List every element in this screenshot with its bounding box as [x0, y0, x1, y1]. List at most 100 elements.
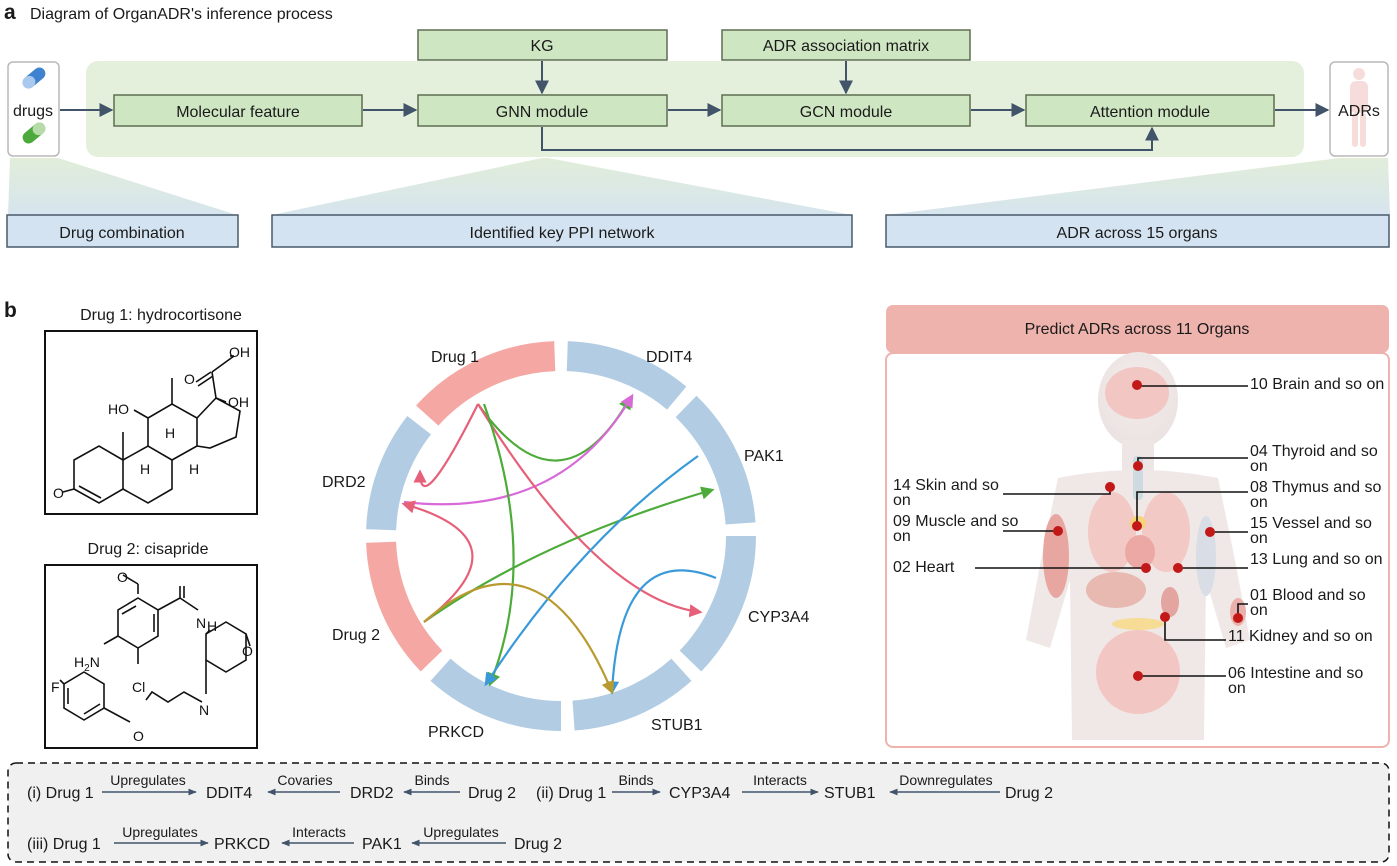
chord-arc-drug2: [366, 541, 443, 672]
organ-label-muscle: 09 Muscle and so on: [893, 514, 1019, 545]
organ-label-heart: 02 Heart: [893, 560, 955, 576]
mech-i-rel2: Covaries: [277, 772, 332, 788]
link-drug2-stub1: [423, 583, 615, 695]
mech-i-label: (i) Drug 1: [27, 785, 94, 802]
chord-arcs: [366, 341, 756, 731]
kg-label: KG: [530, 38, 553, 55]
mech-iii-drug2: Drug 2: [514, 836, 562, 853]
drugs-input: drugs: [7, 61, 60, 157]
gcn-module-box: [721, 94, 971, 127]
mech-iii-rel2: Interacts: [292, 824, 346, 840]
chord-label-drug2: Drug 2: [332, 627, 380, 644]
chord-arc-pak1: [675, 395, 756, 525]
chord-label-cyp3a4: CYP3A4: [748, 609, 809, 626]
organ-labels: 10 Brain and so on 04 Thyroid and so on …: [893, 377, 1384, 697]
chord-label-stub1: STUB1: [651, 717, 703, 734]
adr-organs-label: ADR across 15 organs: [1057, 225, 1218, 242]
link-drug2-drd2: [401, 500, 474, 623]
drug2-atom-n-amide: N: [196, 615, 206, 631]
organ-panel-title: Predict ADRs across 11 Organs: [1025, 321, 1250, 338]
mechanisms-box: (i) Drug 1 Upregulates DDIT4 Covaries DR…: [7, 762, 1390, 863]
link-drug1-ddit4: [477, 395, 632, 462]
organ-label-thymus: 08 Thymus and so on: [1250, 480, 1382, 511]
mechanism-ii: (ii) Drug 1 Binds CYP3A4 Interacts STUB1…: [536, 772, 1053, 802]
chord-arc-cyp3a4: [679, 535, 756, 672]
link-drug2-pak1: [423, 486, 715, 623]
chord-arc-drd2: [366, 415, 432, 531]
organ-label-kidney: 11 Kidney and so on: [1228, 629, 1373, 645]
mech-i-node2: DRD2: [350, 785, 394, 802]
organ-label-vessel: 15 Vessel and so on: [1250, 516, 1372, 547]
muscle-marker: [1053, 526, 1063, 536]
green-capsule-icon: [22, 122, 46, 144]
drug1-atom-h1: H: [165, 425, 175, 441]
mechanism-iii: (iii) Drug 1 Upregulates PRKCD Interacts…: [27, 824, 562, 853]
drug2-atom-h2n: H2N: [74, 654, 100, 674]
drug2-atom-o-methoxy2: O: [242, 643, 253, 659]
drug-combination-box: [6, 214, 239, 248]
intestine-marker: [1133, 671, 1143, 681]
organ-label-skin: 14 Skin and so on: [893, 478, 999, 509]
gnn-module-label: GNN module: [496, 104, 589, 121]
kidney-icon: [1161, 587, 1179, 617]
drug1-atom-o-3: O: [53, 485, 64, 501]
link-drug1-drd2: [413, 403, 479, 488]
lung-marker: [1173, 563, 1183, 573]
drug2-title: Drug 2: cisapride: [88, 541, 209, 558]
drug2-structure: Drug 2: cisapride: [44, 541, 258, 749]
mech-i-rel3: Binds: [414, 772, 449, 788]
adrs-output: ADRs: [1329, 61, 1389, 157]
adr-matrix-box: [721, 29, 971, 61]
adr-organs-box: [885, 214, 1390, 248]
chord-label-prkcd: PRKCD: [428, 724, 484, 741]
mech-iii-node1: PRKCD: [214, 836, 270, 853]
mech-i-drug2: Drug 2: [468, 785, 516, 802]
panel-b-letter: b: [4, 299, 17, 322]
pipeline-arrows: [60, 61, 1330, 151]
attention-module-label: Attention module: [1090, 104, 1210, 121]
mech-iii-label: (iii) Drug 1: [27, 836, 101, 853]
fan-organs: [886, 158, 1390, 215]
drug1-atom-ho-11: HO: [108, 401, 129, 417]
mech-ii-rel3: Downregulates: [899, 772, 992, 788]
drug1-atom-h2: H: [140, 461, 150, 477]
organ-label-lung: 13 Lung and so on: [1250, 552, 1383, 568]
chord-arc-drug1: [416, 341, 556, 426]
drug2-atom-h-amide: H: [207, 618, 217, 634]
mech-iii-node2: PAK1: [362, 836, 402, 853]
chord-label-pak1: PAK1: [744, 448, 784, 465]
organ-label-blood: 01 Blood and so on: [1250, 588, 1366, 619]
drug1-atom-oh-top: OH: [229, 344, 250, 360]
chord-label-ddit4: DDIT4: [646, 349, 692, 366]
muscle-arm-icon: [1043, 514, 1069, 598]
body-silhouette: [1026, 352, 1250, 740]
fan-drug-combination: [8, 158, 237, 215]
ppi-network-box: [271, 214, 853, 248]
heart-icon: [1125, 535, 1155, 569]
drug2-atom-f: F: [51, 679, 60, 695]
mech-ii-rel1: Binds: [618, 772, 653, 788]
molecular-feature-label: Molecular feature: [176, 104, 300, 121]
gnn-module-box: [417, 94, 668, 127]
blood-marker: [1233, 613, 1243, 623]
chord-arc-ddit4: [566, 341, 687, 410]
blue-capsule-icon: [22, 67, 46, 89]
mech-ii-node2: STUB1: [824, 785, 876, 802]
organ-panel-header: [886, 305, 1389, 353]
thyroid-marker: [1133, 461, 1143, 471]
pancreas-icon: [1112, 618, 1164, 630]
drug-combination-label: Drug combination: [59, 225, 184, 242]
panel-a-title: Diagram of OrganADR's inference process: [30, 6, 333, 23]
mech-i-node1: DDIT4: [206, 785, 252, 802]
organ-panel: Predict ADRs across 11 Organs: [885, 305, 1390, 748]
panel-a-letter: a: [4, 1, 16, 24]
hydrocortisone-skeleton: [62, 355, 241, 504]
drug1-atom-oh-17: OH: [228, 394, 249, 410]
chord-links: [401, 393, 717, 695]
link-drug1-cyp3a4: [477, 403, 703, 618]
mech-ii-node1: CYP3A4: [669, 785, 730, 802]
adr-matrix-label: ADR association matrix: [763, 38, 929, 55]
link-pak1-prkcd: [484, 455, 699, 687]
drug1-atom-ketone-o: O: [184, 371, 195, 387]
